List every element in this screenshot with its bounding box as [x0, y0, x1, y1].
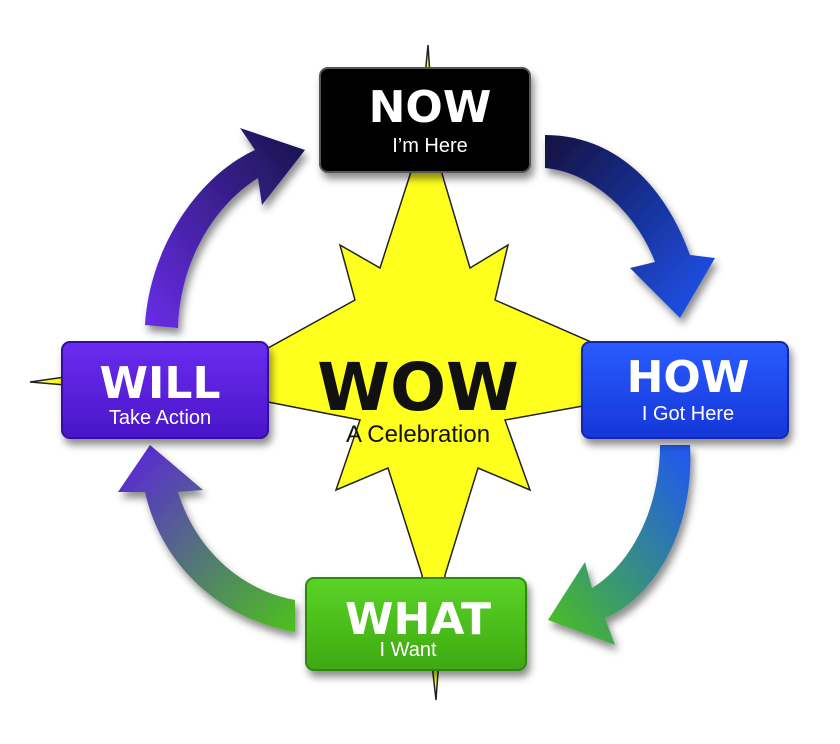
arrow-now-to-how-icon [545, 135, 715, 318]
node-how-subtitle: I Got Here [642, 403, 734, 425]
node-what: WHAT I Want [305, 577, 527, 671]
arrow-what-to-will-icon [118, 445, 295, 632]
node-will-subtitle: Take Action [109, 407, 211, 429]
node-now: NOW I’m Here [319, 67, 531, 173]
node-now-subtitle: I’m Here [392, 135, 468, 157]
node-what-subtitle: I Want [379, 639, 436, 661]
center-subtitle: A Celebration [346, 421, 490, 448]
node-how: HOW I Got Here [581, 341, 789, 439]
node-how-title: HOW [627, 352, 750, 403]
node-how-box [581, 341, 789, 439]
node-will-box [61, 341, 269, 439]
arrow-how-to-what-icon [548, 445, 691, 645]
node-will: WILL Take Action [61, 341, 269, 439]
node-will-title: WILL [100, 358, 221, 409]
arrow-will-to-now-icon [145, 128, 305, 328]
node-what-title: WHAT [345, 594, 491, 645]
center-title: WOW [317, 349, 519, 426]
node-now-title: NOW [369, 82, 492, 133]
node-now-box [319, 67, 531, 173]
node-what-box [305, 577, 527, 671]
center-star-burst [29, 44, 781, 701]
center-label: WOW A Celebration [317, 349, 519, 448]
